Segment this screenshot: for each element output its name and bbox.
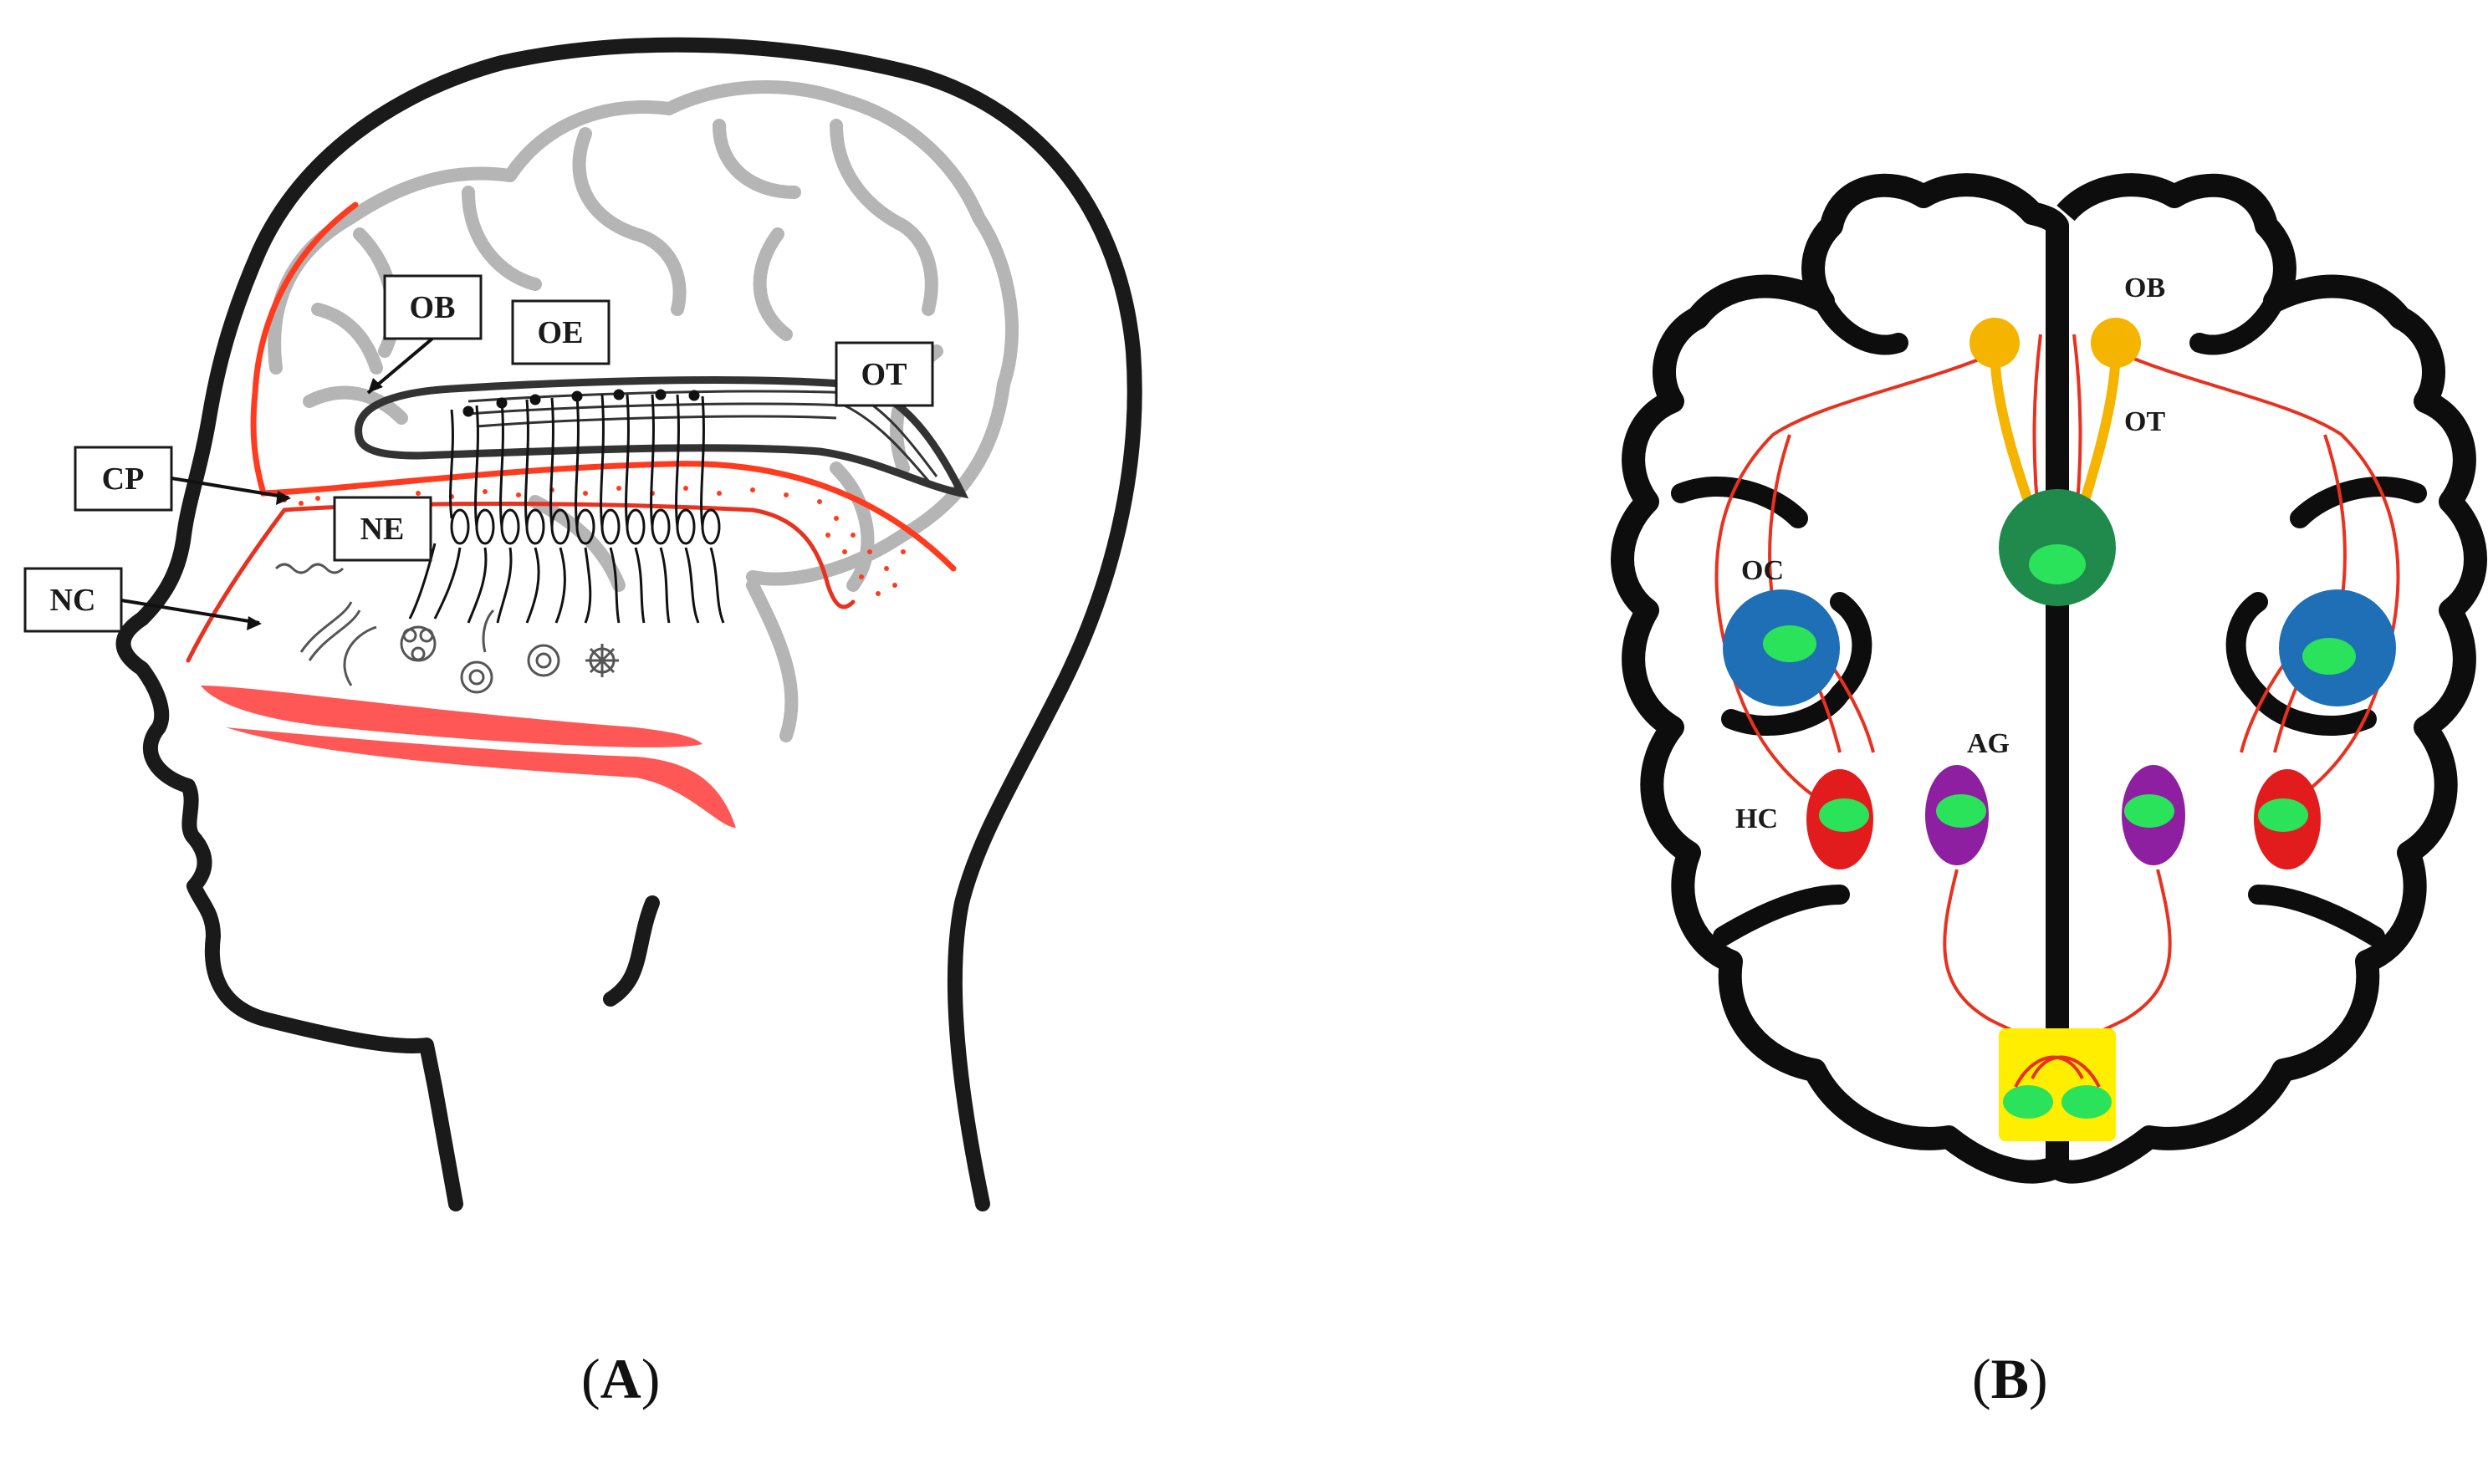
ob-label: OB	[410, 290, 456, 325]
oe-label: OE	[538, 315, 584, 350]
palate-shape	[201, 686, 702, 747]
brainstem-node-right	[2061, 1085, 2112, 1119]
b-hc-label: HC	[1735, 803, 1778, 834]
brain-inner-folds	[1671, 291, 2427, 946]
left-hemisphere-outline	[1611, 173, 2069, 1184]
b-ot-label: OT	[2124, 406, 2165, 437]
nc-label: NC	[50, 583, 96, 618]
ot-label-box	[835, 341, 934, 407]
left-oc-node	[1763, 625, 1816, 662]
nc-label-box	[23, 567, 123, 633]
panel-a-head-diagram: OB OE OT CP NE NC	[23, 37, 1142, 1211]
caption-b: (B)	[1972, 1347, 2048, 1410]
nc-arrow	[120, 599, 260, 625]
brainstem-node-left	[2003, 1085, 2053, 1119]
nasal-cavity-outline	[186, 502, 856, 663]
right-oc-node	[2302, 638, 2356, 675]
tongue-shape	[226, 727, 736, 828]
panel-b-brain-top-view: OB OT OC AG HC	[1611, 173, 2487, 1184]
olfactory-tract-outline	[355, 376, 969, 499]
left-hc-node	[1819, 798, 1869, 832]
b-ob-label: OB	[2124, 273, 2165, 303]
right-ag-node	[2124, 794, 2174, 828]
cp-arrow	[171, 477, 289, 499]
ot-label: OT	[861, 357, 907, 392]
b-ag-label: AG	[1967, 728, 2010, 759]
skull-inner-arc	[250, 201, 957, 572]
ne-label-box	[333, 496, 432, 562]
caption-a: (A)	[581, 1347, 661, 1410]
pathogen-icons	[274, 563, 619, 694]
head-outline	[115, 37, 1142, 1211]
right-olfactory-bulb	[2091, 318, 2141, 368]
ob-label-box	[383, 274, 483, 340]
left-olfactory-bulb	[1969, 318, 2020, 368]
oe-label-box	[511, 299, 611, 365]
right-hc-node	[2258, 798, 2308, 832]
olfactory-tract-fibers	[467, 390, 938, 482]
ne-label: NE	[360, 512, 405, 547]
ear-outline	[603, 895, 660, 1007]
cp-label: CP	[102, 462, 145, 497]
central-node	[2029, 544, 2086, 584]
left-ag-node	[1936, 794, 1986, 828]
olfactory-neurons	[408, 389, 725, 624]
b-oc-label: OC	[1741, 555, 1784, 586]
right-hemisphere-outline	[2047, 173, 2487, 1184]
